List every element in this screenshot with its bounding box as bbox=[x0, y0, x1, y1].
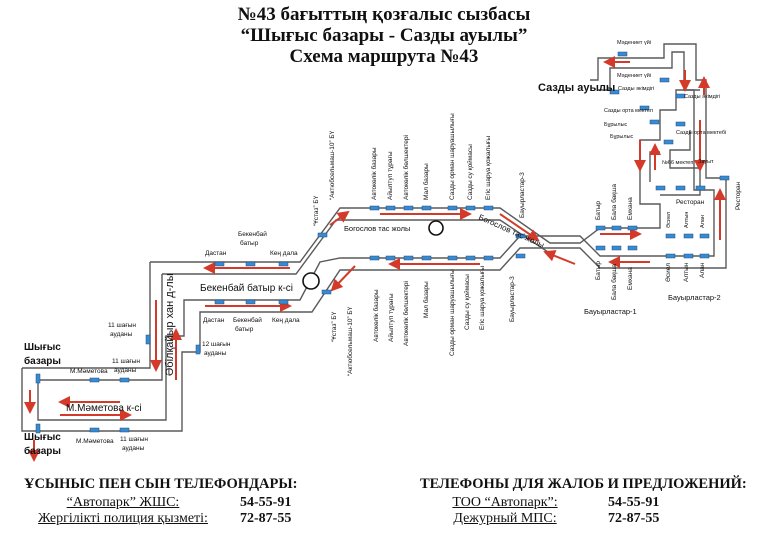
label-madeniet-ui-1: Мәдениет үйі bbox=[617, 39, 651, 46]
label-bekenbay-2b: батыр bbox=[235, 325, 254, 333]
label-shygys-top-1: Шығыс bbox=[24, 342, 61, 353]
footer-right-row1-key: ТОО “Автопарк”: bbox=[452, 495, 558, 510]
label-alan-2: Алан bbox=[699, 262, 706, 278]
label-egis-2: Егіс шаруа қожалығы bbox=[478, 266, 486, 330]
label-zauyt: Зауыт bbox=[698, 159, 714, 165]
label-12-1: 12 шағын bbox=[202, 341, 231, 348]
label-abilkhair: Әбілқайыр хан д-лы bbox=[164, 273, 176, 376]
label-n66-mektep: №66 мектеп bbox=[662, 160, 693, 166]
label-shygys-bottom-2: базары bbox=[24, 445, 61, 457]
footer-right-row-1: ТОО “Автопарк”: 54-55-91 bbox=[420, 495, 750, 511]
label-sazdy-akimdigi-2: Сазды әкімдігі bbox=[684, 94, 720, 100]
label-bauyrlastar-3b: Бауырластар-3 bbox=[509, 276, 516, 322]
footer-left-row-2: Жергілікті полиция қызметі: 72-87-55 bbox=[24, 511, 324, 527]
label-11-a-1: 11 шағын bbox=[108, 322, 136, 329]
roundabout-bogoslov bbox=[428, 220, 444, 236]
label-sazdy-auyly: Сазды ауылы bbox=[538, 82, 615, 94]
footer-left-row2-phone: 72-87-55 bbox=[240, 511, 292, 526]
label-bekenbay-street: Бекенбай батыр к-сі bbox=[200, 282, 293, 294]
label-11-c-1: 11 шағын bbox=[120, 436, 148, 443]
footer-left-row1-phone: 54-55-91 bbox=[240, 495, 292, 510]
footer-right-row1-phone: 54-55-91 bbox=[608, 495, 660, 510]
label-bogoslov-2: Богослов тас жолы bbox=[477, 213, 546, 250]
roundabout-bekenbay bbox=[302, 272, 320, 290]
route-name: “Шығыс базары - Сазды ауылы” bbox=[240, 25, 528, 46]
label-restoran-2: Ресторан bbox=[735, 181, 742, 210]
label-bekenbay-2a: Бекенбай bbox=[233, 316, 262, 324]
label-altyn-1: Алтын bbox=[684, 212, 690, 228]
footer-left-row-1: “Автопарк” ЖШС: 54-55-91 bbox=[24, 495, 324, 511]
label-sazdy-orta-mektep-2: Сазды орта мектебі bbox=[676, 130, 726, 136]
label-ken-dala-2: Кең дала bbox=[272, 317, 300, 324]
footer-left-row2-key: Жергілікті полиция қызметі: bbox=[38, 511, 208, 526]
footer-left-row1-key: “Автопарк” ЖШС: bbox=[66, 495, 180, 510]
label-mametova-street: М.Мәметова к-сі bbox=[66, 403, 142, 414]
footer-right-row-2: Дежурный МПС: 72-87-55 bbox=[420, 511, 750, 527]
label-bekenbay-1b: батыр bbox=[240, 239, 259, 247]
label-avtokolik-bazary-2: Автокөлік базары bbox=[372, 289, 380, 342]
label-bauyrlastar-2: Бауырластар-2 bbox=[668, 293, 721, 302]
label-altyn-2: Алтын bbox=[683, 262, 690, 282]
label-emkhana-2: Емхана bbox=[627, 267, 634, 290]
label-batyr-2: Батыр bbox=[595, 261, 602, 280]
footer-left-heading: ҰСЫНЫС ПЕН СЫН ТЕЛЕФОНДАРЫ: bbox=[24, 476, 298, 492]
label-shygys-bottom-1: Шығыс bbox=[24, 432, 61, 443]
label-su-1: Сазды су қоймасы bbox=[466, 144, 474, 200]
label-mal-bazary-1: Мал базары bbox=[422, 163, 430, 200]
label-restoran-1: Ресторан bbox=[676, 199, 705, 206]
label-emkhana-1: Емхана bbox=[627, 197, 634, 220]
footer-right-row2-phone: 72-87-55 bbox=[608, 511, 660, 526]
label-su-2: Сазды су қоймасы bbox=[463, 274, 471, 330]
label-aktobe-2: “Актюбсельмаш-10” БҮ bbox=[346, 306, 354, 376]
label-mal-bazary-2: Мал базары bbox=[422, 281, 430, 318]
label-dastan-2: Дастан bbox=[203, 317, 225, 324]
label-aiyltup-1: Айылтуп тұрағы bbox=[386, 151, 394, 200]
label-bekenbay-1a: Бекенбай bbox=[238, 230, 267, 238]
label-avtokolik-belshek-2: Автокөлік бөлшектері bbox=[402, 281, 410, 346]
label-bogoslov-1: Богослов тас жолы bbox=[344, 224, 410, 233]
footer-left: ҰСЫНЫС ПЕН СЫН ТЕЛЕФОНДАРЫ: “Автопарк” Ж… bbox=[24, 476, 324, 527]
label-shygys-top-2: базары bbox=[24, 355, 61, 367]
label-aktobe-1: “Актюбсельмаш-10” БҮ bbox=[328, 130, 336, 200]
diagram-title: №43 бағыттың қозғалыс сызбасы bbox=[237, 4, 531, 25]
label-mametova-stop-2: М.Мәметова bbox=[76, 438, 114, 445]
label-ustaz-1: “Ұстаз” БҮ bbox=[313, 195, 320, 226]
label-ustaz-2: “Ұстаз” БҮ bbox=[331, 311, 338, 342]
label-avtokolik-bazary-1: Автокөлік базары bbox=[370, 147, 378, 200]
label-11-b-1: 11 шағын bbox=[112, 358, 140, 365]
diagram-subtitle: Схема маршрута №43 bbox=[289, 46, 479, 67]
label-sazdy-orta-mektep-1: Сазды орта мектеп bbox=[604, 108, 653, 114]
label-alan-1: Алан bbox=[700, 215, 706, 228]
footer-right-row2-key: Дежурный МПС: bbox=[453, 511, 557, 526]
label-avtokolik-belshek-1: Автокөлік бөлшектері bbox=[402, 135, 410, 200]
label-bauyrlastar-3a: Бауырластар-3 bbox=[519, 172, 526, 218]
label-aiyltup-2: Айылтуп тұрағы bbox=[387, 293, 395, 342]
label-sazdy-akimdigi-1: Сазды әкімдігі bbox=[618, 86, 654, 92]
label-dastan-1: Дастан bbox=[205, 250, 227, 257]
label-burylys-2: Бұрылыс bbox=[610, 134, 634, 140]
label-burylys-1: Бұрылыс bbox=[604, 122, 628, 128]
label-madeniet-ui-2: Мәдениет үйі bbox=[617, 72, 651, 79]
label-asnel-2: Әсиел bbox=[665, 263, 672, 282]
footer-right-heading: ТЕЛЕФОНЫ ДЛЯ ЖАЛОБ И ПРЕДЛОЖЕНИЙ: bbox=[420, 476, 747, 492]
footer-right: ТЕЛЕФОНЫ ДЛЯ ЖАЛОБ И ПРЕДЛОЖЕНИЙ: ТОО “А… bbox=[420, 476, 750, 527]
label-11-c-2: ауданы bbox=[122, 445, 145, 452]
label-mametova-stop-1: М.Мәметова bbox=[70, 368, 108, 375]
label-orman-1: Сазды орман шаруашылығы bbox=[449, 113, 456, 200]
label-11-b-2: ауданы bbox=[114, 367, 137, 374]
label-bauyrlastar-1: Бауырластар-1 bbox=[584, 307, 637, 316]
label-egis-1: Егіс шаруа қожалығы bbox=[484, 136, 492, 200]
label-12-2: ауданы bbox=[204, 350, 227, 357]
label-11-a-2: ауданы bbox=[110, 331, 133, 338]
label-orman-2: Сазды орман шаруашылығы bbox=[449, 269, 456, 356]
label-bala-baksha-1: Бала бақша bbox=[610, 184, 618, 220]
label-ken-dala-1: Кең дала bbox=[270, 250, 298, 257]
label-bala-baksha-2: Бала бақша bbox=[610, 264, 618, 300]
stop-markers bbox=[35, 51, 730, 434]
label-asnel-1: Әсиел bbox=[666, 212, 672, 228]
label-batyr-1: Батыр bbox=[595, 201, 602, 220]
direction-arrows bbox=[24, 56, 726, 462]
